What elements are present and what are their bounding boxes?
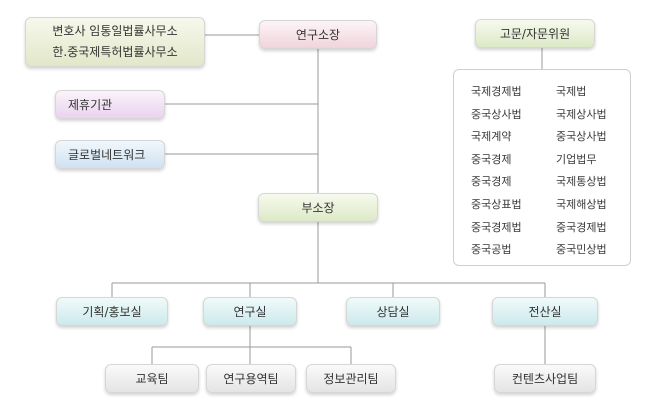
team-label: 연구용역팀 xyxy=(223,372,279,386)
division-label: 기획/홍보실 xyxy=(82,305,142,319)
advisor-title-box: 고문/자문위원 xyxy=(475,19,595,48)
advisor-list-left: 국제경제법 중국상사법 국제계약 중국경제 중국경제 중국상표법 중국경제법 중… xyxy=(471,81,522,262)
division-research-box: 연구실 xyxy=(203,297,297,326)
advisor-item: 중국경제법 xyxy=(556,220,607,234)
partner-label: 제휴기관 xyxy=(68,98,113,112)
vice-director-box: 부소장 xyxy=(258,193,378,222)
division-consulting-box: 상담실 xyxy=(346,297,440,326)
team-information-box: 정보관리팀 xyxy=(306,364,396,393)
advisor-item: 중국경제 xyxy=(471,175,512,189)
advisor-item: 국제상사법 xyxy=(556,107,607,121)
team-label: 컨텐츠사업팀 xyxy=(511,372,579,386)
division-it-box: 전산실 xyxy=(492,297,598,326)
advisor-item: 중국상사법 xyxy=(556,130,607,144)
team-education-box: 교육팀 xyxy=(105,364,199,393)
advisor-item: 중국상표법 xyxy=(471,197,522,211)
advisor-item: 국제해상법 xyxy=(556,197,607,211)
advisor-item: 국제계약 xyxy=(471,130,512,144)
advisor-title-label: 고문/자문위원 xyxy=(499,27,571,41)
law-office-line2: 한.중국제특허법률사무소 xyxy=(52,45,178,59)
vice-director-label: 부소장 xyxy=(301,201,335,215)
partner-box: 제휴기관 xyxy=(55,90,165,119)
advisor-item: 국제경제법 xyxy=(471,85,522,98)
director-label: 연구소장 xyxy=(295,28,341,42)
advisor-item: 중국민상법 xyxy=(556,243,607,257)
division-planning-box: 기획/홍보실 xyxy=(56,297,168,326)
advisor-item: 중국공법 xyxy=(471,243,512,257)
advisor-item: 기업법무 xyxy=(556,152,597,166)
advisor-item: 국제법 xyxy=(556,85,587,98)
team-research-service-box: 연구용역팀 xyxy=(206,364,296,393)
team-label: 교육팀 xyxy=(135,372,169,386)
division-label: 상담실 xyxy=(376,305,410,319)
advisor-item: 중국경제법 xyxy=(471,220,522,234)
advisor-list-box: 국제경제법 중국상사법 국제계약 중국경제 중국경제 중국상표법 중국경제법 중… xyxy=(453,69,631,266)
global-network-box: 글로벌네트워크 xyxy=(55,140,165,169)
division-label: 전산실 xyxy=(528,305,562,319)
global-network-label: 글로벌네트워크 xyxy=(68,148,146,162)
team-contents-box: 컨텐츠사업팀 xyxy=(494,364,596,393)
advisor-list-right: 국제법 국제상사법 중국상사법 기업법무 국제통상법 국제해상법 중국경제법 중… xyxy=(556,81,607,262)
advisor-item: 중국상사법 xyxy=(471,107,522,121)
law-office-line1: 변호사 임통일법률사무소 xyxy=(52,24,178,38)
advisor-item: 중국경제 xyxy=(471,152,512,166)
director-box: 연구소장 xyxy=(259,20,377,49)
law-office-box: 변호사 임통일법률사무소 한.중국제특허법률사무소 xyxy=(25,17,205,67)
division-label: 연구실 xyxy=(233,305,267,319)
advisor-item: 국제통상법 xyxy=(556,175,607,189)
team-label: 정보관리팀 xyxy=(323,372,379,386)
